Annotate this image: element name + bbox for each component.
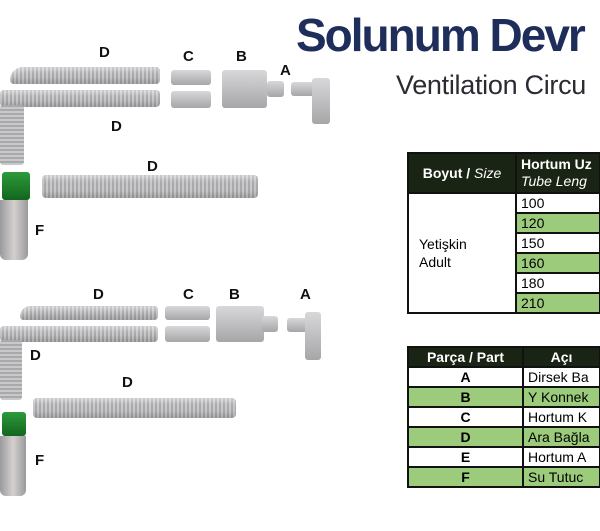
label-a: A (280, 62, 291, 79)
part-letter: C (407, 406, 524, 428)
part-a-elbow-down (305, 312, 321, 360)
part-f-water-trap (0, 436, 26, 496)
tube-d-lower (0, 326, 158, 342)
part-f-water-trap (0, 200, 28, 260)
part-header: Parça / Part (407, 346, 524, 368)
part-letter: F (407, 466, 524, 488)
label-d: D (99, 44, 110, 61)
tube-d-upper (10, 67, 160, 84)
part-f-cap (2, 412, 26, 436)
tube-vertical (0, 340, 22, 400)
part-b-port (267, 81, 284, 97)
part-c-lower (165, 326, 210, 342)
tube-vertical (0, 105, 24, 165)
part-b-port (262, 316, 278, 332)
tube-d-straight (42, 175, 258, 198)
label-f: F (35, 222, 45, 239)
part-a-elbow-down (312, 78, 330, 124)
part-description: Dirsek Ba (522, 366, 600, 388)
part-letter: B (407, 386, 524, 408)
part-letter: E (407, 446, 524, 468)
label-a: A (300, 286, 311, 303)
tube-d-upper (20, 306, 158, 320)
length-cell: 160 (515, 252, 600, 274)
label-d: D (111, 118, 122, 135)
part-b-y-connector (216, 306, 264, 342)
size-header: Boyut / Size (407, 152, 517, 194)
label-d: D (93, 286, 104, 303)
page-title: Solunum Devr (296, 9, 586, 61)
part-letter: D (407, 426, 524, 448)
tube-d-lower (0, 90, 160, 107)
length-cell: 120 (515, 212, 600, 234)
part-description: Hortum K (522, 406, 600, 428)
tube-d-straight (33, 398, 236, 418)
length-cell: 180 (515, 272, 600, 294)
label-d: D (122, 374, 133, 391)
part-description: Y Konnek (522, 386, 600, 408)
length-cell: 100 (515, 192, 600, 214)
label-c: C (183, 48, 194, 65)
label-d: D (30, 347, 41, 364)
part-b-y-connector (222, 70, 267, 108)
page-subtitle: Ventilation Circu (396, 70, 587, 100)
description-header: Açı (522, 346, 600, 368)
part-c-upper (165, 306, 210, 320)
label-b: B (229, 286, 240, 303)
label-c: C (183, 286, 194, 303)
part-f-cap (2, 172, 30, 200)
part-description: Ara Bağla (522, 426, 600, 448)
label-f: F (35, 452, 45, 469)
label-d: D (147, 158, 158, 175)
part-description: Su Tutuc (522, 466, 600, 488)
part-c-upper (171, 70, 211, 85)
label-b: B (236, 48, 247, 65)
part-description: Hortum A (522, 446, 600, 468)
part-c-lower (171, 91, 211, 108)
length-cell: 150 (515, 232, 600, 254)
length-cell: 210 (515, 292, 600, 314)
part-letter: A (407, 366, 524, 388)
